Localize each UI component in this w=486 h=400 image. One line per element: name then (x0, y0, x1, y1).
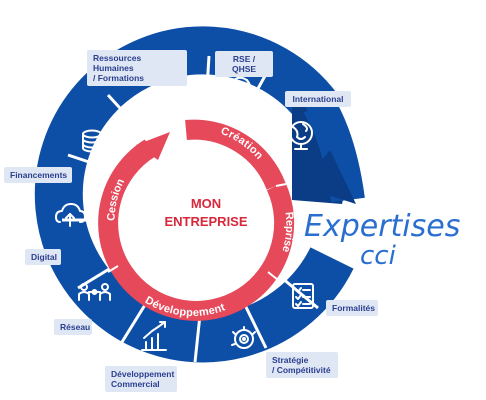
label-developpement-commercial: Développement Commercial (105, 366, 177, 392)
center-title-line1: MON (191, 196, 221, 211)
globe-icon (289, 121, 313, 150)
label-ressources-humaines: Ressources Humaines / Formations (87, 50, 187, 86)
label-formalites: Formalités (326, 300, 378, 316)
svg-text:Reprise: Reprise (279, 211, 295, 253)
coins-stack-icon (82, 129, 102, 153)
network-people-icon (78, 283, 111, 301)
cycle-label-reprise: Reprise (279, 211, 295, 253)
brand-expertises: Expertises (304, 209, 460, 244)
ring-arrowhead (300, 150, 356, 204)
label-international: International (285, 91, 351, 107)
growth-chart-icon (141, 321, 167, 351)
inner-cycle-ring (98, 119, 295, 321)
recycle-arrows-icon (231, 76, 251, 102)
cloud-upload-icon (55, 203, 86, 227)
label-rse-qhse: RSE / QHSE (215, 51, 273, 77)
brand-cci: cci (360, 241, 397, 271)
label-strategie-competitivite: Stratégie / Compétitivité (266, 352, 338, 378)
label-reseau: Réseau (54, 319, 92, 335)
target-gear-icon (231, 326, 256, 349)
label-digital: Digital (25, 249, 61, 265)
person-magnifier-icon (142, 84, 169, 111)
checklist-icon (292, 283, 314, 309)
cycle-arrowhead (136, 132, 170, 160)
label-financements: Financements (4, 167, 72, 183)
center-title-line2: ENTREPRISE (164, 214, 247, 229)
